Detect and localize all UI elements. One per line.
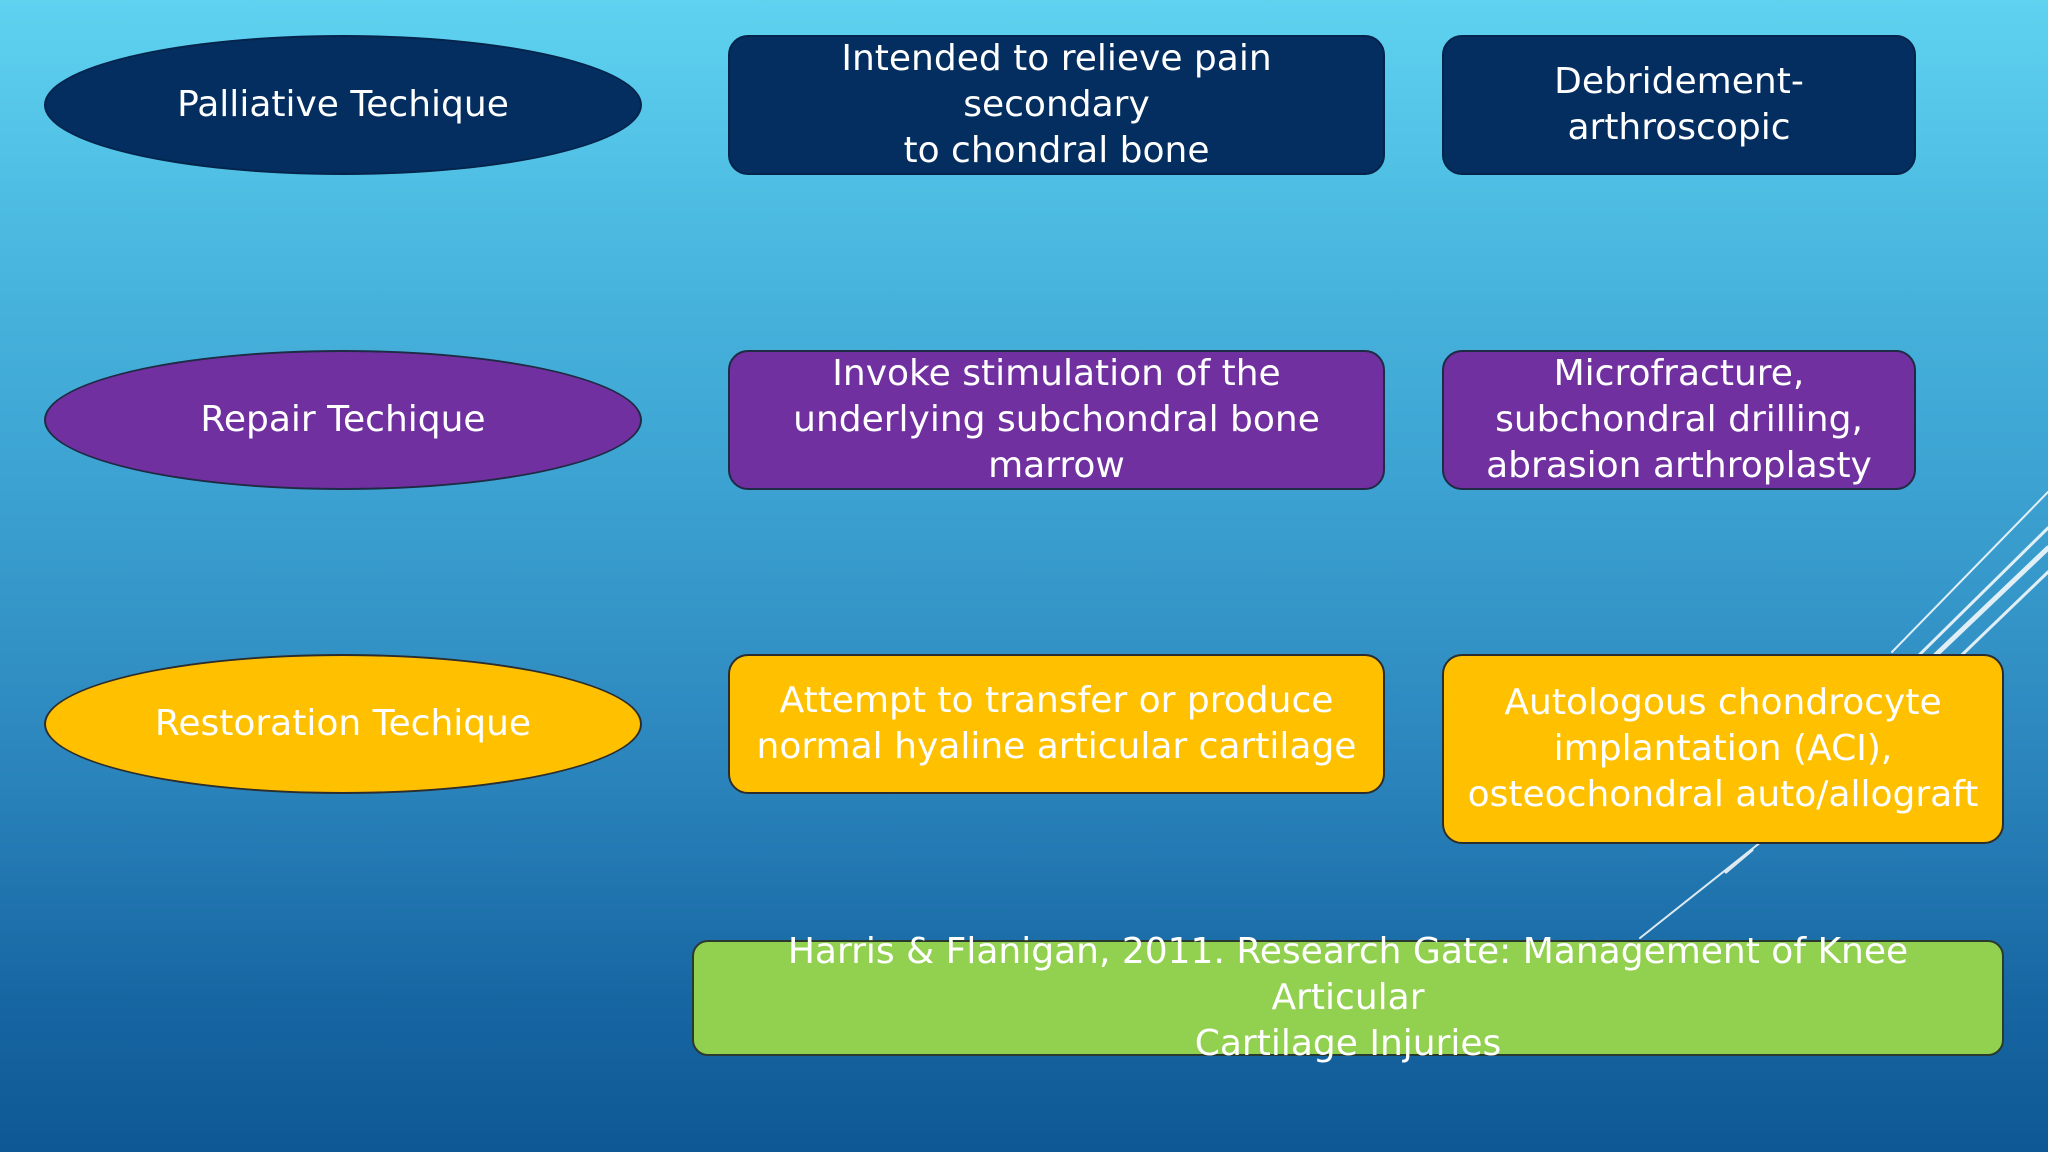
repair-description-box: Invoke stimulation of the underlying sub… [728, 350, 1385, 490]
repair-technique-label: Repair Techique [200, 399, 486, 440]
palliative-examples-box: Debridement- arthroscopic [1442, 35, 1916, 175]
repair-examples-box: Microfracture, subchondral drilling, abr… [1442, 350, 1916, 490]
repair-examples-text: Microfracture, subchondral drilling, abr… [1486, 353, 1872, 486]
citation-text: Harris & Flanigan, 2011. Research Gate: … [787, 931, 1909, 1064]
restoration-description-text: Attempt to transfer or produce normal hy… [756, 680, 1357, 767]
palliative-examples-text: Debridement- arthroscopic [1554, 61, 1804, 148]
citation-box: Harris & Flanigan, 2011. Research Gate: … [692, 931, 2004, 1064]
restoration-description-box: Attempt to transfer or produce normal hy… [728, 654, 1385, 794]
palliative-description-text: Intended to relieve pain secondary to ch… [841, 38, 1272, 171]
palliative-technique-oval: Palliative Techique [44, 35, 642, 175]
palliative-technique-label: Palliative Techique [177, 84, 509, 125]
repair-description-text: Invoke stimulation of the underlying sub… [793, 353, 1320, 486]
restoration-technique-label: Restoration Techique [154, 703, 532, 744]
restoration-examples-box: Autologous chondrocyte implantation (ACI… [1442, 654, 2004, 844]
restoration-examples-text: Autologous chondrocyte implantation (ACI… [1467, 682, 1979, 815]
restoration-technique-oval: Restoration Techique [44, 654, 642, 794]
repair-technique-oval: Repair Techique [44, 350, 642, 490]
palliative-description-box: Intended to relieve pain secondary to ch… [728, 35, 1385, 175]
